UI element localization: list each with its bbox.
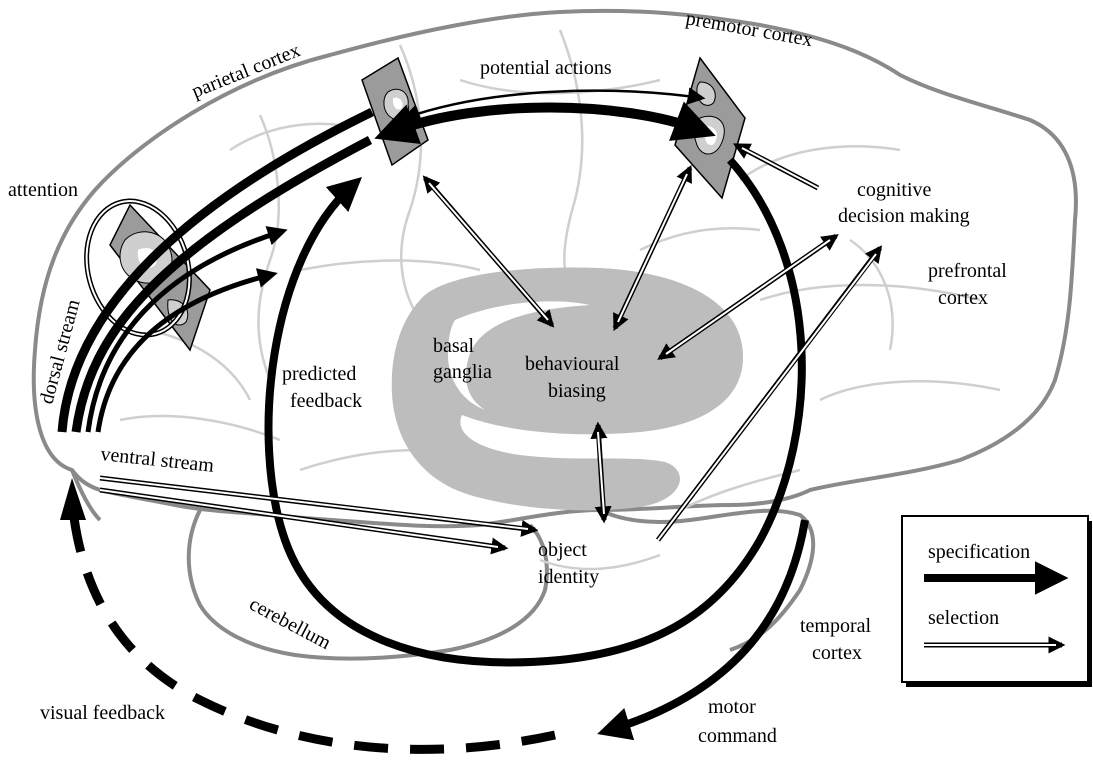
label-basal: basal (433, 335, 475, 357)
label-identity: identity (538, 566, 599, 588)
parietal-premotor-arrow (374, 101, 716, 144)
cognitive-basal-arrow (657, 233, 839, 361)
label-ganglia: ganglia (433, 361, 492, 383)
label-prefrontal: prefrontal (928, 260, 1007, 282)
visual-feedback-arrow (67, 499, 556, 754)
premotor-basal-arrow (612, 164, 693, 332)
potential-actions-arrow (401, 87, 706, 122)
label-feedback: feedback (290, 390, 362, 412)
brainstem-outline (70, 469, 102, 522)
cognitive-premotor-arrow (732, 142, 820, 191)
label-behavioural: behavioural (525, 353, 620, 375)
parietal-map (361, 56, 429, 167)
ventral-stream-arrow-2 (99, 487, 509, 555)
dorsal-arrow-1 (57, 107, 374, 433)
legend: specification selection (901, 515, 1092, 687)
selection-arrows (99, 142, 883, 555)
label-cognitive: cognitive (857, 179, 932, 201)
cerebellum-outline (186, 509, 549, 661)
motor-command-loop (264, 157, 806, 667)
parietal-basal-arrow (422, 175, 555, 328)
label-visual-feedback: visual feedback (40, 702, 165, 724)
temporal-outline (599, 508, 816, 652)
cortex-outline (31, 8, 1078, 529)
label-object: object (538, 539, 587, 561)
label-potential-actions: potential actions (480, 57, 612, 79)
label-temporal-cortex: cortex (812, 642, 862, 664)
basal-ganglia-inner (448, 301, 590, 410)
dorsal-stream-arrows (57, 107, 374, 433)
basal-object-arrow (590, 421, 612, 524)
motor-command-arrow (597, 519, 809, 741)
label-motor: motor (708, 696, 756, 718)
dorsal-arrow-3 (85, 226, 288, 433)
label-command: command (698, 725, 777, 747)
legend-selection-label: selection (928, 607, 999, 629)
legend-specification-label: specification (928, 541, 1030, 563)
label-ventral-stream: ventral stream (99, 443, 215, 477)
object-cognitive-arrow (656, 245, 883, 542)
label-dorsal-stream: dorsal stream (36, 297, 85, 407)
brain-outline (31, 8, 1078, 661)
dorsal-arrow-4 (95, 268, 278, 433)
visual-feedback-arrowhead (60, 478, 86, 520)
label-parietal-cortex: parietal cortex (189, 39, 304, 102)
label-decision-making: decision making (838, 205, 970, 227)
label-premotor-cortex: premotor cortex (684, 7, 814, 51)
label-attention: attention (8, 179, 78, 201)
label-biasing: biasing (548, 380, 606, 402)
label-predicted: predicted (282, 363, 356, 385)
dorsal-arrow-2 (71, 136, 373, 433)
ventral-stream-arrow-1 (99, 475, 539, 537)
label-temporal: temporal (800, 615, 872, 637)
label-prefrontal-cortex: cortex (938, 287, 988, 309)
